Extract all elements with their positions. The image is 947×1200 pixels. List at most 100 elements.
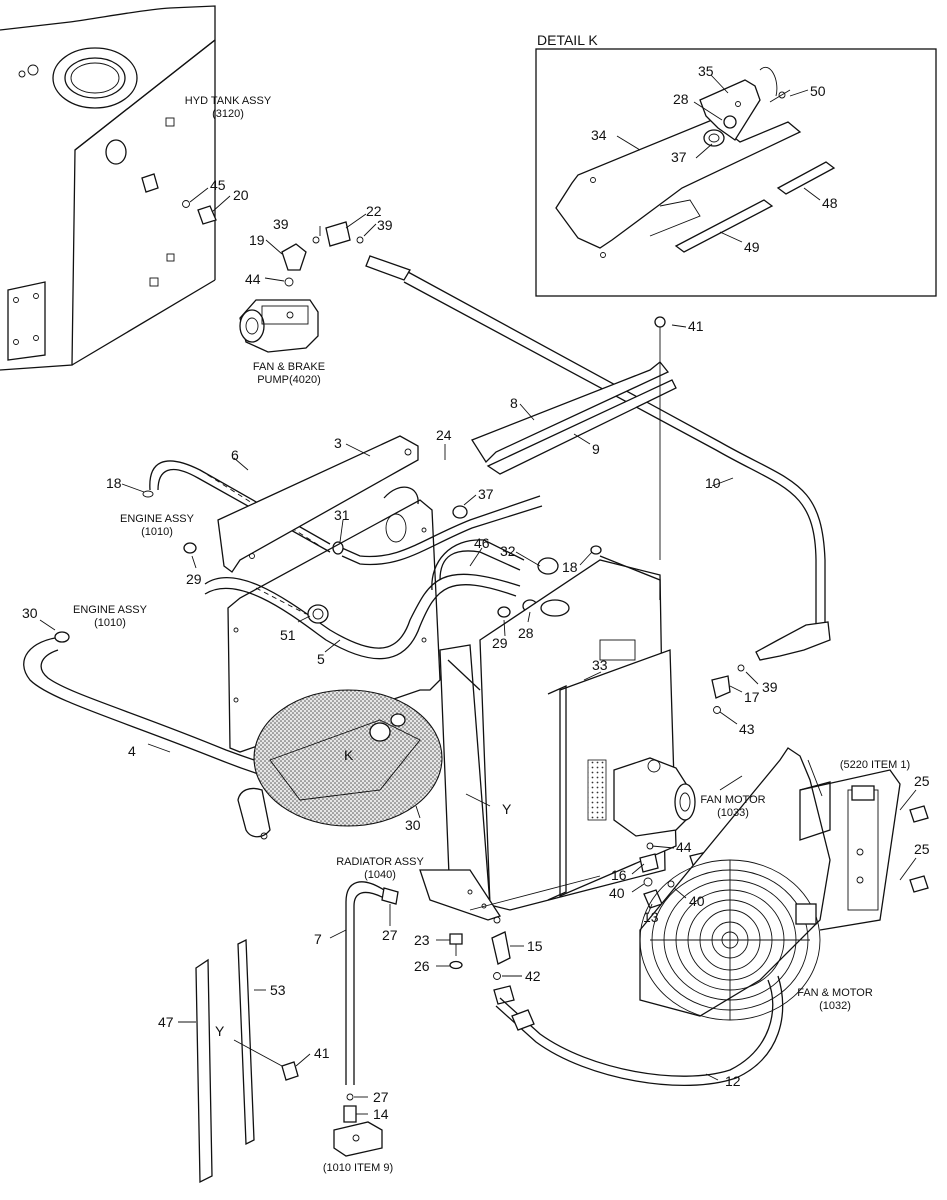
callout-40-a: 40 xyxy=(609,885,625,901)
callout-24: 24 xyxy=(436,427,452,443)
callout-49: 49 xyxy=(744,239,760,255)
callout-51: 51 xyxy=(280,627,296,643)
strip-53 xyxy=(237,938,255,1146)
callout-41-b: 41 xyxy=(314,1045,330,1061)
callout-43: 43 xyxy=(739,721,755,737)
callout-34: 34 xyxy=(591,127,607,143)
strip-48 xyxy=(776,161,836,195)
callout-26: 26 xyxy=(414,958,430,974)
note-engine-2a: ENGINE ASSY xyxy=(73,604,148,616)
note-pump-2: PUMP(4020) xyxy=(257,374,321,386)
callout-50: 50 xyxy=(810,83,826,99)
callout-33: 33 xyxy=(592,657,608,673)
note-fan-motor-2: (1033) xyxy=(717,807,749,819)
detail-k-box: DETAIL K xyxy=(535,32,937,297)
callout-18-b: 18 xyxy=(562,559,578,575)
callout-19: 19 xyxy=(249,232,265,248)
callout-15: 15 xyxy=(527,938,543,954)
callout-25-a: 25 xyxy=(914,773,930,789)
note-item-1010-9: (1010 ITEM 9) xyxy=(323,1162,393,1174)
cap-32 xyxy=(537,557,559,575)
callout-25-b: 25 xyxy=(914,841,930,857)
note-hyd-tank-1: HYD TANK ASSY xyxy=(185,95,272,107)
leader-lines xyxy=(39,74,917,1115)
callout-23: 23 xyxy=(414,932,430,948)
callout-4: 4 xyxy=(128,743,136,759)
fitting-14 xyxy=(343,1105,357,1123)
grommet-51 xyxy=(307,604,329,624)
callout-3: 3 xyxy=(334,435,342,451)
bracket-34 xyxy=(555,119,802,249)
callout-17: 17 xyxy=(744,689,760,705)
callout-30-a: 30 xyxy=(22,605,38,621)
callout-35: 35 xyxy=(698,63,714,79)
callout-44-a: 44 xyxy=(245,271,261,287)
callout-37-detail: 37 xyxy=(671,149,687,165)
fan-brake-pump xyxy=(239,221,364,353)
o-ring-45 xyxy=(182,200,190,208)
note-radiator-1: RADIATOR ASSY xyxy=(336,856,424,868)
callout-20: 20 xyxy=(233,187,249,203)
callout-27-a: 27 xyxy=(382,927,398,943)
block-1010 xyxy=(333,1121,383,1157)
note-pump-1: FAN & BRAKE xyxy=(253,361,325,373)
callout-k: K xyxy=(344,747,354,763)
fan-guard xyxy=(639,747,929,1021)
callout-16: 16 xyxy=(611,867,627,883)
callout-7: 7 xyxy=(314,931,322,947)
callout-y-1: Y xyxy=(502,801,512,817)
callout-29-b: 29 xyxy=(492,635,508,651)
callout-18-a: 18 xyxy=(106,475,122,491)
callout-39-b: 39 xyxy=(377,217,393,233)
callout-9: 9 xyxy=(592,441,600,457)
notes: HYD TANK ASSY (3120) FAN & BRAKE PUMP(40… xyxy=(73,95,910,1174)
callout-46: 46 xyxy=(474,535,490,551)
callout-28: 28 xyxy=(518,625,534,641)
elbow-19 xyxy=(281,243,307,271)
note-engine-1b: (1010) xyxy=(141,526,173,538)
callout-y-2: Y xyxy=(215,1023,225,1039)
callout-5: 5 xyxy=(317,651,325,667)
callout-40-b: 40 xyxy=(689,893,705,909)
lower-hoses xyxy=(195,881,784,1184)
strip-49 xyxy=(674,199,774,253)
callout-14: 14 xyxy=(373,1106,389,1122)
callout-28-detail: 28 xyxy=(673,91,689,107)
hyd-tank xyxy=(0,5,217,371)
callouts: 35 50 28 34 37 48 49 45 20 22 39 39 19 4… xyxy=(22,63,930,1122)
note-radiator-2: (1040) xyxy=(364,869,396,881)
callout-22: 22 xyxy=(366,203,382,219)
callout-10: 10 xyxy=(705,475,721,491)
callout-12: 12 xyxy=(725,1073,741,1089)
callout-37: 37 xyxy=(478,486,494,502)
callout-47: 47 xyxy=(158,1014,174,1030)
strips-8-9 xyxy=(471,316,677,560)
note-fan-motor-1: FAN MOTOR xyxy=(700,794,765,806)
shroud-panel xyxy=(217,435,443,840)
detail-title: DETAIL K xyxy=(537,32,598,48)
clamp-29 xyxy=(183,542,197,554)
elbow-22 xyxy=(325,221,351,247)
callout-27-b: 27 xyxy=(373,1089,389,1105)
callout-41-a: 41 xyxy=(688,318,704,334)
callout-8: 8 xyxy=(510,395,518,411)
callout-45: 45 xyxy=(210,177,226,193)
callout-6: 6 xyxy=(231,447,239,463)
plug-20 xyxy=(197,205,217,225)
strip-47 xyxy=(195,958,213,1184)
callout-30-b: 30 xyxy=(405,817,421,833)
bracket-3 xyxy=(217,435,419,573)
callout-13: 13 xyxy=(643,909,659,925)
callout-39-a: 39 xyxy=(273,216,289,232)
note-fan-and-motor-1: FAN & MOTOR xyxy=(797,987,873,999)
callout-44-b: 44 xyxy=(676,839,692,855)
callout-53: 53 xyxy=(270,982,286,998)
elbow-17 xyxy=(711,675,731,699)
callout-32: 32 xyxy=(500,543,516,559)
clamp-30 xyxy=(54,631,70,643)
o-ring-44 xyxy=(284,277,294,287)
callout-48: 48 xyxy=(822,195,838,211)
bracket-35 xyxy=(699,79,761,141)
